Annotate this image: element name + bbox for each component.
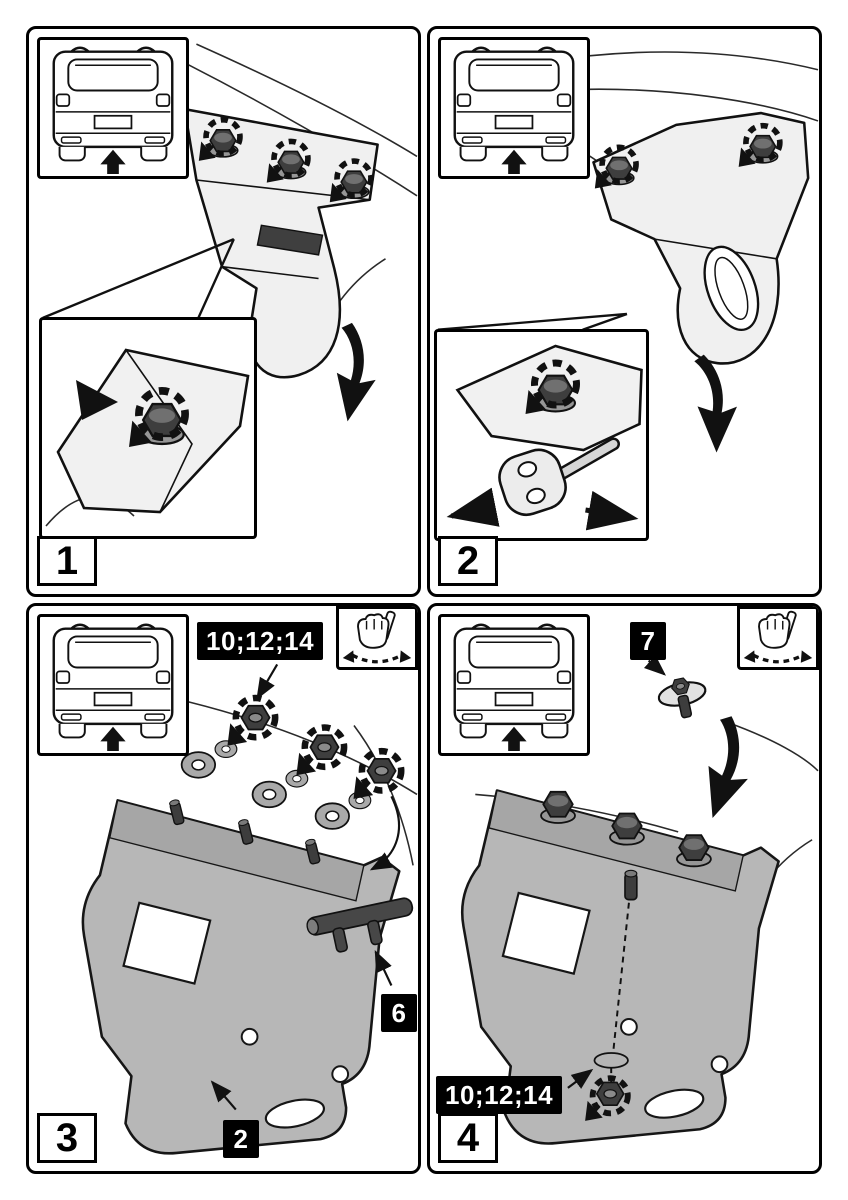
step-panel-3: 10;12;14 6 2 3 bbox=[26, 603, 421, 1174]
step2-illustration bbox=[437, 51, 819, 454]
car-rear-view-icon bbox=[52, 46, 174, 176]
pointer-arrow-icon bbox=[76, 380, 118, 420]
insert-direction-arrow bbox=[369, 795, 401, 871]
car-rear-view-icon bbox=[453, 46, 575, 176]
label-leader-arrow bbox=[374, 950, 393, 986]
detail-callout-lines bbox=[437, 312, 628, 331]
car-rear-view-icon bbox=[453, 623, 575, 753]
car-rear-view-icon bbox=[52, 623, 174, 753]
car-rear-inset bbox=[37, 614, 189, 756]
step-number: 2 bbox=[456, 539, 480, 583]
label-leader-arrow bbox=[567, 1068, 594, 1089]
detail-inset bbox=[434, 329, 649, 541]
under-fastening bbox=[585, 869, 638, 1121]
part-number-label-rod: 6 bbox=[381, 994, 417, 1032]
plate-bolt-part bbox=[657, 676, 707, 719]
hand-tighten-inset bbox=[336, 606, 418, 670]
washer-icon bbox=[314, 802, 350, 830]
rod-part bbox=[306, 897, 414, 953]
detail-inset-illustration bbox=[446, 344, 643, 531]
step-panel-4: 7 10;12;14 4 bbox=[427, 603, 822, 1174]
step-number: 4 bbox=[456, 1116, 480, 1160]
hand-tighten-tool-icon bbox=[742, 609, 814, 665]
hand-tighten-tool-icon bbox=[341, 609, 413, 665]
car-rear-inset bbox=[438, 37, 590, 179]
part-number-label-plate-bolt: 7 bbox=[630, 622, 666, 660]
step-number-badge: 3 bbox=[37, 1113, 97, 1163]
step-panel-2: 2 bbox=[427, 26, 822, 597]
detail-inset bbox=[39, 317, 257, 539]
move-down-arrow-icon bbox=[331, 321, 382, 424]
bracket-part bbox=[81, 799, 401, 1155]
label-leader-arrow bbox=[210, 1080, 237, 1111]
move-down-arrow-icon bbox=[693, 352, 741, 454]
washer-icon bbox=[180, 751, 217, 779]
step-panel-1: 1 bbox=[26, 26, 421, 597]
fastener-size-label: 10;12;14 bbox=[436, 1076, 563, 1114]
washer-icon bbox=[251, 780, 287, 809]
nut-icon bbox=[240, 704, 271, 731]
nut-icon bbox=[366, 758, 397, 784]
push-right-arrow-icon bbox=[585, 490, 639, 531]
step3-illustration bbox=[81, 663, 418, 1155]
car-rear-inset bbox=[438, 614, 590, 756]
step-number: 1 bbox=[55, 539, 79, 583]
bracket-illustration bbox=[592, 111, 810, 365]
step-number-badge: 1 bbox=[37, 536, 97, 586]
nut-icon bbox=[309, 734, 340, 760]
detail-inset-illustration bbox=[45, 348, 250, 527]
label-leader-arrow bbox=[644, 654, 667, 676]
part-number-label-bracket: 2 bbox=[223, 1120, 259, 1158]
step-number-badge: 2 bbox=[438, 536, 498, 586]
step-number-badge: 4 bbox=[438, 1113, 498, 1163]
hand-tighten-inset bbox=[737, 606, 819, 670]
move-down-arrow-icon bbox=[696, 713, 762, 825]
push-left-arrow-icon bbox=[446, 487, 500, 527]
detail-callout-lines bbox=[42, 238, 235, 319]
exhaust-rubber-hanger bbox=[498, 448, 567, 516]
bracket-part bbox=[460, 789, 780, 1145]
label-leader-arrow bbox=[256, 663, 279, 700]
step-number: 3 bbox=[55, 1116, 79, 1160]
steps-grid: 1 bbox=[26, 26, 822, 1174]
fastener-size-label: 10;12;14 bbox=[197, 622, 324, 660]
step4-illustration bbox=[460, 654, 819, 1145]
car-rear-inset bbox=[37, 37, 189, 179]
